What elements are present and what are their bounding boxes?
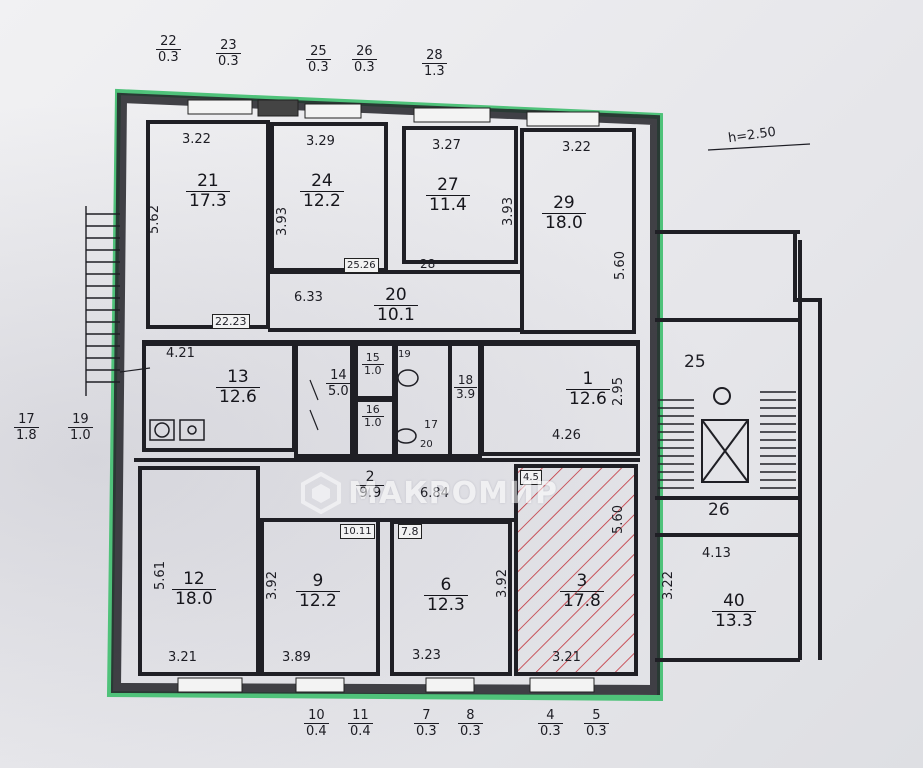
dim-side-21: 5.62 (146, 205, 162, 234)
stair-label-26: 26 (708, 500, 730, 520)
dim-side-1: 2.95 (610, 377, 626, 406)
dim-side-24: 3.93 (274, 207, 290, 236)
label-room-19: 19 (398, 349, 411, 360)
top-windows (187, 99, 600, 127)
dim-bottom-1: 4.26 (552, 428, 581, 443)
dim-top-21: 3.22 (182, 132, 211, 147)
dim-side-40: 3.22 (660, 571, 676, 600)
dim-corridor-20: 6.33 (294, 290, 323, 305)
watermark-text: МАКРОМИР (348, 475, 559, 511)
label-25-26: 25.26 (344, 258, 379, 273)
fixtures (149, 369, 419, 444)
bottom-windows (177, 677, 595, 693)
dim-side-9: 3.92 (264, 571, 280, 600)
dim-top-27: 3.27 (432, 138, 461, 153)
dim-side-3: 5.60 (610, 505, 626, 534)
label-28: 28 (420, 257, 436, 271)
elevator-shaft (701, 387, 749, 483)
label-7-8: 7.8 (398, 524, 422, 539)
dim-side-27: 3.93 (500, 197, 516, 226)
dim-bottom-12: 3.21 (168, 650, 197, 665)
dim-bottom-6: 3.23 (412, 648, 441, 663)
dim-bottom-9: 3.89 (282, 650, 311, 665)
door-marks (119, 367, 319, 431)
watermark-logo-icon (301, 472, 341, 514)
stair-label-25: 25 (684, 352, 706, 372)
interior-walls (134, 120, 822, 676)
label-room-20a: 20 (420, 439, 433, 450)
dim-kitchen-13: 4.21 (166, 346, 195, 361)
label-4-5: 4.5 (520, 470, 542, 485)
watermark: МАКРОМИР (300, 472, 558, 514)
dim-side-29: 5.60 (612, 251, 628, 280)
dim-bottom-3: 3.21 (552, 650, 581, 665)
room-17: 17 (424, 418, 438, 431)
stairs (85, 206, 796, 489)
dim-side-12: 5.61 (152, 561, 168, 590)
dim-top-29: 3.22 (562, 140, 591, 155)
dim-side-6: 3.92 (494, 569, 510, 598)
label-22-23: 22.23 (212, 314, 250, 329)
dim-top-24: 3.29 (306, 134, 335, 149)
dim-hall-2: 6.84 (420, 486, 449, 501)
label-10-11: 10.11 (340, 524, 375, 539)
dim-top-40: 4.13 (702, 546, 731, 561)
room-3-hatch (518, 468, 634, 672)
